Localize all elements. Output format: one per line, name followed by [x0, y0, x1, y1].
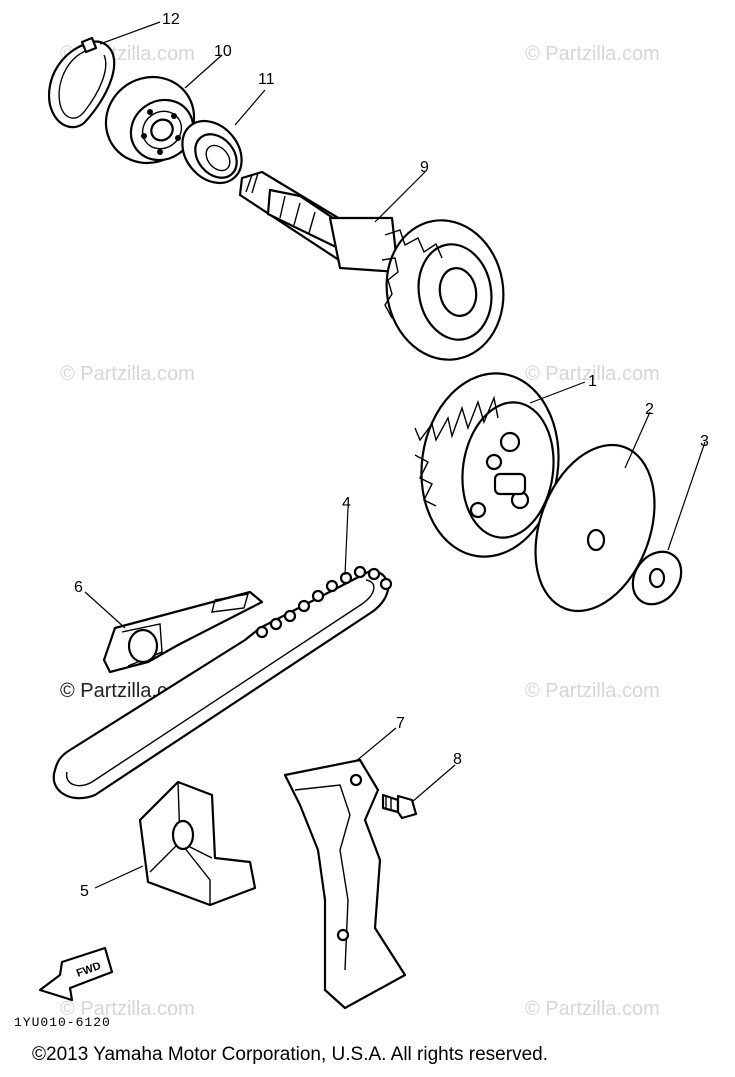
- watermark: © Partzilla.com: [525, 363, 660, 385]
- leader-line: [99, 21, 161, 45]
- leader-line: [184, 54, 223, 89]
- copyright-notice: ©2013 Yamaha Motor Corporation, U.S.A. A…: [32, 1044, 548, 1065]
- part-chain-tensioner[interactable]: [102, 590, 264, 674]
- part-bolt[interactable]: [381, 793, 418, 820]
- callout-5: 5: [80, 883, 89, 900]
- callout-8: 8: [453, 751, 462, 768]
- watermark: © Partzilla.com: [525, 680, 660, 702]
- leader-line: [344, 507, 349, 576]
- leader-line: [667, 441, 706, 551]
- diagram-code: 1YU010-6120: [14, 1015, 111, 1030]
- leader-line: [84, 591, 126, 629]
- fwd-arrow: FWD: [38, 946, 114, 1002]
- callout-6: 6: [74, 579, 83, 596]
- leader-line: [374, 171, 426, 223]
- callout-2: 2: [645, 401, 654, 418]
- callout-10: 10: [214, 43, 232, 60]
- watermark: © Partzilla.com: [60, 363, 195, 385]
- callout-1: 1: [588, 373, 597, 390]
- leader-line: [411, 764, 456, 803]
- part-chain[interactable]: [52, 565, 393, 800]
- part-balancer-shaft[interactable]: [238, 170, 514, 369]
- part-circlip[interactable]: [47, 36, 116, 129]
- callout-7: 7: [396, 715, 405, 732]
- leader-line: [529, 381, 586, 404]
- watermark: © Partzilla.com: [525, 43, 660, 65]
- part-plate[interactable]: [514, 428, 676, 627]
- part-drive-gear[interactable]: [410, 364, 570, 565]
- leader-line: [94, 865, 144, 889]
- part-chain-guide[interactable]: [138, 780, 257, 907]
- leader-line: [624, 411, 651, 469]
- leader-line: [354, 727, 397, 763]
- part-guide-bracket[interactable]: [283, 758, 407, 1010]
- leader-line: [234, 89, 266, 126]
- part-washer[interactable]: [623, 542, 691, 613]
- watermark: © Partzilla.com: [525, 998, 660, 1020]
- callout-9: 9: [420, 159, 429, 176]
- callout-3: 3: [700, 433, 709, 450]
- callout-11: 11: [258, 71, 275, 88]
- watermark: © Partzilla.com: [60, 998, 195, 1020]
- callout-4: 4: [342, 495, 351, 512]
- callout-12: 12: [162, 11, 180, 28]
- part-bearing[interactable]: [89, 60, 211, 180]
- part-oil-seal[interactable]: [170, 109, 254, 195]
